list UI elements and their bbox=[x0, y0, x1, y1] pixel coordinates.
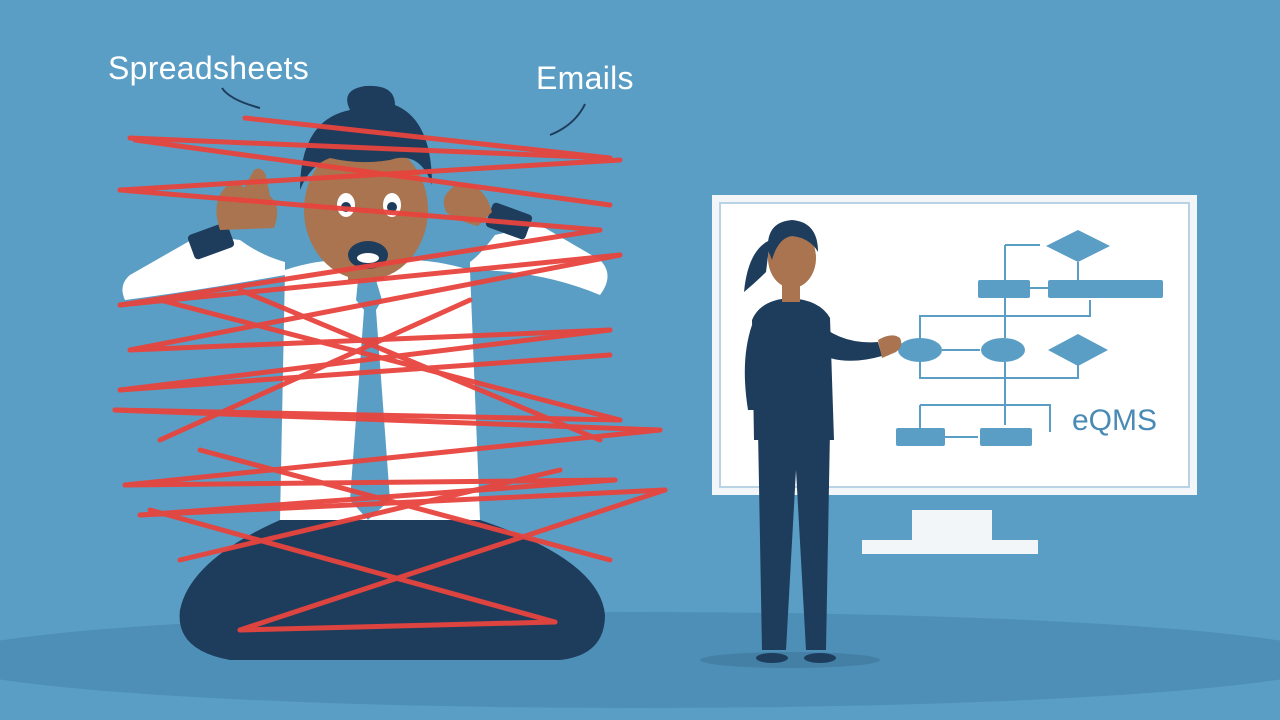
tape-line bbox=[157, 297, 623, 423]
monitor-stand bbox=[912, 510, 992, 542]
tape-line bbox=[117, 327, 613, 393]
tape-line bbox=[127, 327, 613, 353]
tape-line bbox=[117, 352, 613, 393]
presenting-person bbox=[700, 220, 902, 668]
spreadsheets-label: Spreadsheets bbox=[108, 50, 310, 86]
right-pupil bbox=[387, 202, 397, 212]
tape-line bbox=[127, 135, 613, 161]
left-arm bbox=[122, 235, 285, 300]
presenter-shadow bbox=[700, 652, 880, 668]
flowchart-icon bbox=[896, 230, 1163, 446]
presenter-ponytail bbox=[744, 240, 770, 292]
flow-connector bbox=[919, 300, 1091, 340]
flow-decision bbox=[1046, 230, 1110, 262]
tape-line bbox=[157, 297, 473, 443]
spreadsheets-pointer bbox=[221, 87, 261, 109]
tape-line bbox=[237, 287, 603, 443]
flow-process bbox=[896, 428, 945, 446]
tape-line bbox=[127, 252, 623, 353]
tape-line bbox=[117, 157, 623, 193]
presenter-front-arm bbox=[812, 320, 882, 361]
tape-line bbox=[237, 487, 668, 633]
emails-label: Emails bbox=[536, 60, 634, 96]
presenter-back-arm bbox=[744, 325, 768, 410]
tape-line bbox=[117, 187, 603, 233]
tape-line bbox=[122, 427, 663, 488]
flow-process bbox=[1048, 280, 1163, 298]
tape-line bbox=[117, 252, 623, 308]
tape-line bbox=[147, 507, 558, 625]
presenter-hair bbox=[767, 220, 818, 260]
flow-process bbox=[980, 428, 1032, 446]
presenter-legs bbox=[758, 430, 830, 650]
presenter-shoe bbox=[756, 653, 788, 663]
flow-connector bbox=[919, 362, 1079, 379]
tape-line bbox=[237, 619, 558, 633]
flow-decision bbox=[1048, 334, 1108, 366]
flow-terminal bbox=[898, 338, 942, 362]
flow-connector bbox=[920, 404, 1051, 432]
tape-line bbox=[122, 477, 618, 488]
right-hand bbox=[443, 182, 492, 226]
flow-terminal bbox=[981, 338, 1025, 362]
presenter-shoe bbox=[804, 653, 836, 663]
presenter-torso bbox=[752, 298, 834, 440]
tape-line bbox=[117, 227, 603, 308]
monitor-base bbox=[862, 540, 1038, 554]
tape-line bbox=[177, 467, 563, 563]
eqms-label: eQMS bbox=[1072, 404, 1158, 437]
tape-line bbox=[242, 115, 613, 161]
hair bbox=[300, 85, 432, 190]
emails-pointer bbox=[549, 103, 586, 136]
presenter-hand bbox=[878, 335, 902, 358]
left-cuff bbox=[187, 222, 235, 260]
flow-process bbox=[978, 280, 1030, 298]
tangled-red-tape-icon bbox=[112, 115, 668, 633]
teeth bbox=[357, 253, 379, 263]
